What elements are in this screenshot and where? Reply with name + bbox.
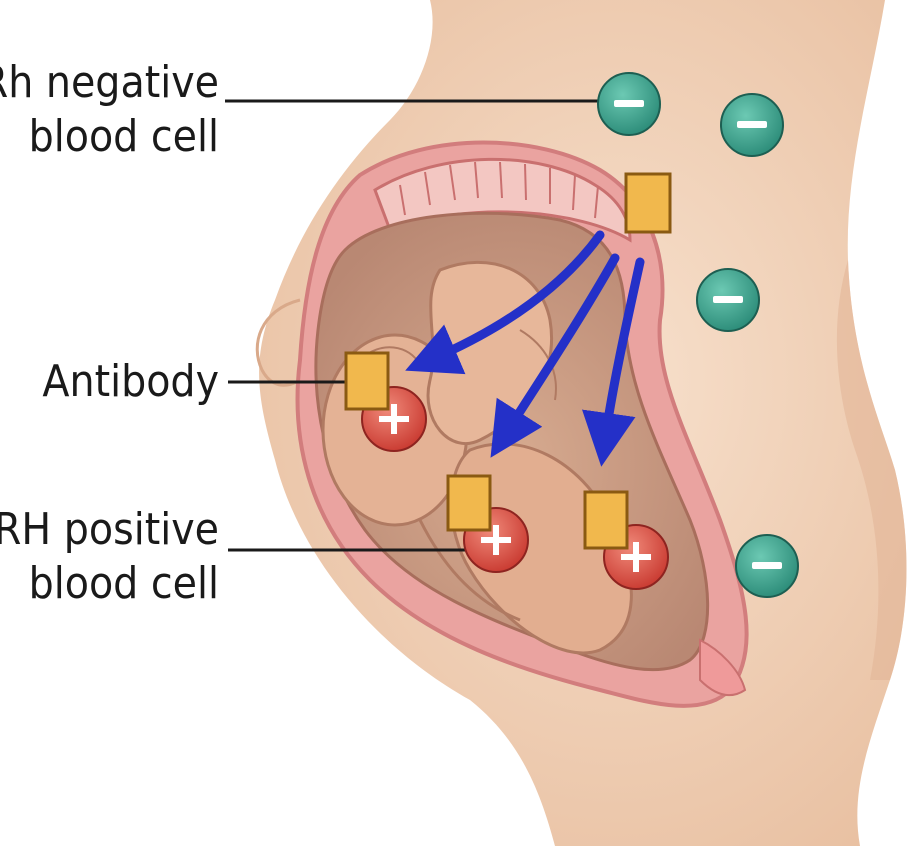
antibody-label: Antibody <box>42 355 219 409</box>
rh-positive-label: RH positive blood cell <box>0 503 219 611</box>
rh-negative-cell <box>697 269 759 331</box>
rh-positive-label-line2: blood cell <box>0 557 219 611</box>
rh-negative-cell <box>736 535 798 597</box>
rh-negative-cell <box>598 73 660 135</box>
rh-negative-label-line2: blood cell <box>0 110 219 164</box>
rh-negative-label: Rh negative blood cell <box>0 56 219 164</box>
antibody <box>346 353 388 409</box>
rh-negative-label-line1: Rh negative <box>0 56 219 110</box>
antibody <box>626 174 670 232</box>
antibody-label-text: Antibody <box>42 355 219 409</box>
antibody <box>448 476 490 530</box>
rh-positive-label-line1: RH positive <box>0 503 219 557</box>
rh-negative-cell <box>721 94 783 156</box>
antibody <box>585 492 627 548</box>
